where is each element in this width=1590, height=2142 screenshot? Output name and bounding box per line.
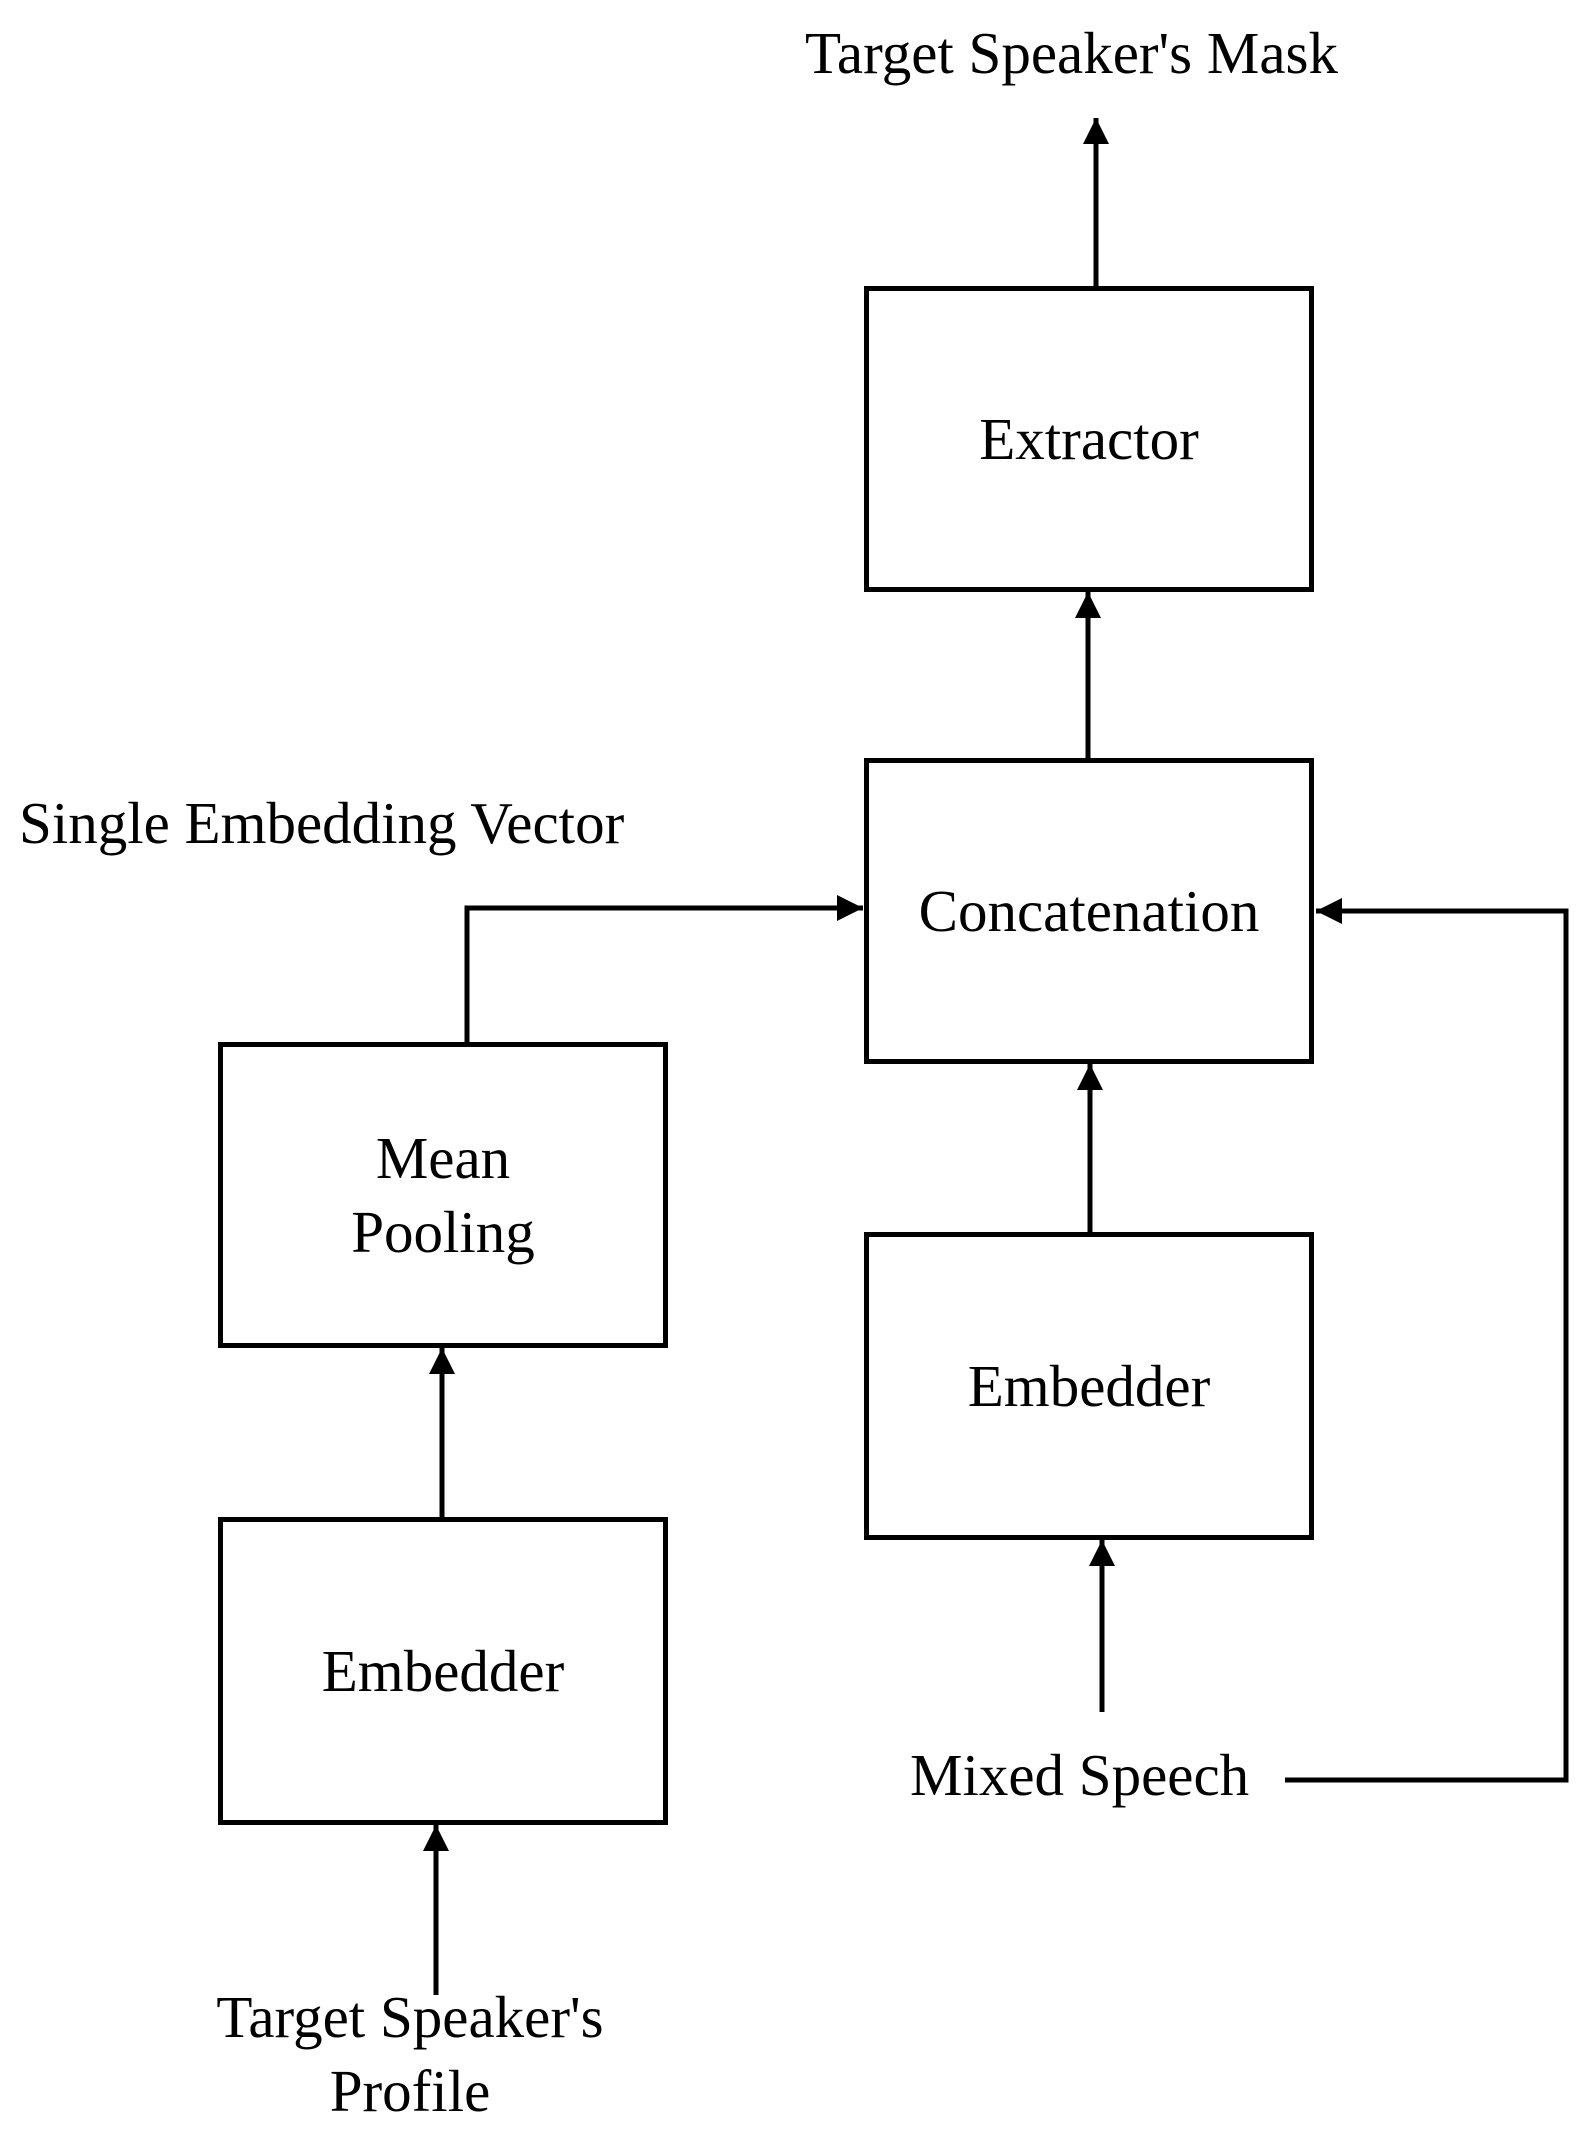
arrow-mixed-speech-to-concatenation xyxy=(1285,898,1569,1783)
extractor-label: Extractor xyxy=(979,406,1199,472)
extractor-block: Extractor xyxy=(864,286,1314,592)
single-embedding-vector-label: Single Embedding Vector xyxy=(19,790,625,856)
embedder-left-block: Embedder xyxy=(218,1517,668,1825)
arrow-mean-pooling-to-concatenation xyxy=(464,895,863,1042)
embedder-right-block: Embedder xyxy=(864,1232,1314,1540)
mixed-speech-label: Mixed Speech xyxy=(910,1742,1250,1808)
target-profile-label-line2: Profile xyxy=(329,2058,491,2124)
mean-pooling-label: Mean Pooling xyxy=(351,1125,535,1265)
embedder-left-label: Embedder xyxy=(321,1638,565,1704)
concatenation-block: Concatenation xyxy=(864,758,1314,1064)
target-profile-label: Target Speaker's Profile xyxy=(120,1980,700,2128)
target-profile-label-line1: Target Speaker's xyxy=(216,1984,604,2050)
embedder-right-label: Embedder xyxy=(967,1353,1211,1419)
target-mask-label: Target Speaker's Mask xyxy=(805,20,1338,86)
mean-pooling-block: Mean Pooling xyxy=(218,1042,668,1348)
concatenation-label: Concatenation xyxy=(918,878,1260,944)
